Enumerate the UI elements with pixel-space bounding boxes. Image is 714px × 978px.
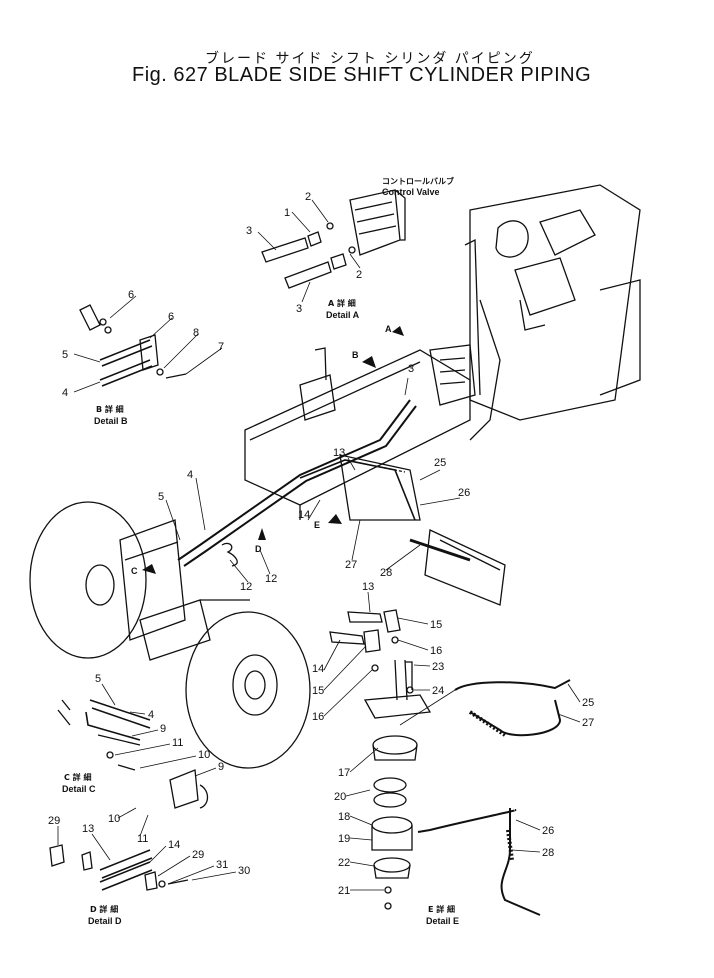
callout-28: 28 (542, 847, 554, 859)
callout-5: 5 (62, 349, 68, 361)
callout-4: 4 (148, 709, 154, 721)
detail-e-caption: Detail E (426, 916, 459, 926)
callout-20: 20 (334, 791, 346, 803)
detail-c-illustration (57, 699, 209, 809)
view-arrows (142, 326, 404, 574)
callout-25: 25 (434, 457, 446, 469)
callout-11: 11 (137, 833, 148, 845)
figure-title: Fig. 627 BLADE SIDE SHIFT CYLINDER PIPIN… (132, 64, 592, 86)
arrow-e-label: E (314, 520, 320, 530)
callout-17: 17 (338, 767, 350, 779)
callout-3: 3 (246, 225, 252, 237)
callout-11: 11 (172, 737, 183, 749)
arrow-b-label: B (352, 350, 359, 360)
callout-9: 9 (218, 761, 224, 773)
detail-b-illustration (79, 304, 187, 387)
callout-5: 5 (95, 673, 101, 685)
callout-16: 16 (430, 645, 442, 657)
callout-18: 18 (338, 811, 350, 823)
callout-27: 27 (582, 717, 594, 729)
callout-12: 12 (265, 573, 277, 585)
callout-29: 29 (192, 849, 204, 861)
callout-7: 7 (218, 341, 224, 353)
callout-13: 13 (82, 823, 94, 835)
callout-19: 19 (338, 833, 350, 845)
leader-lines (57, 199, 581, 891)
callout-14: 14 (168, 839, 180, 851)
callout-2: 2 (305, 191, 311, 203)
detail-e-caption-jp: E 詳 細 (428, 904, 455, 914)
callout-9: 9 (160, 723, 166, 735)
callout-5: 5 (158, 491, 164, 503)
callout-6: 6 (168, 311, 174, 323)
callout-27: 27 (345, 559, 357, 571)
callout-3: 3 (408, 363, 414, 375)
callout-15: 15 (430, 619, 442, 631)
callout-23: 23 (432, 661, 444, 673)
detail-c-caption-jp: C 詳 細 (64, 772, 91, 782)
callout-10: 10 (198, 749, 210, 761)
detail-d-caption-jp: D 詳 細 (90, 904, 118, 914)
detail-d-illustration (49, 844, 189, 891)
callout-3: 3 (296, 303, 302, 315)
callout-26: 26 (458, 487, 470, 499)
callout-14: 14 (312, 663, 324, 675)
callout-8: 8 (193, 327, 199, 339)
detail-a-caption: Detail A (326, 310, 360, 320)
detail-a-caption-jp: A 詳 細 (328, 298, 356, 308)
control-valve-label: Control Valve (382, 187, 440, 197)
control-valve-label-jp: コントロールバルブ (382, 176, 454, 186)
figure-title-japanese: ブレード サイド シフト シリンダ パイピング (205, 51, 535, 67)
callout-24: 24 (432, 685, 444, 697)
callout-13: 13 (362, 581, 374, 593)
callout-4: 4 (62, 387, 68, 399)
detail-e-illustration (329, 609, 571, 916)
callout-6: 6 (128, 289, 134, 301)
callout-14: 14 (298, 509, 310, 521)
callout-15: 15 (312, 685, 324, 697)
callout-31: 31 (216, 859, 228, 871)
callout-4: 4 (187, 469, 193, 481)
callout-1: 1 (284, 207, 290, 219)
arrow-d-label: D (255, 544, 262, 554)
detail-b-caption: Detail B (94, 416, 128, 426)
arrow-a-label: A (385, 324, 392, 334)
callout-30: 30 (238, 865, 250, 877)
callout-28: 28 (380, 567, 392, 579)
callout-16: 16 (312, 711, 324, 723)
detail-b-caption-jp: B 詳 細 (96, 404, 124, 414)
detail-c-caption: Detail C (62, 784, 96, 794)
callout-21: 21 (338, 885, 350, 897)
callout-2: 2 (356, 269, 362, 281)
callout-29: 29 (48, 815, 60, 827)
callout-22: 22 (338, 857, 350, 869)
arrow-c-label: C (131, 566, 138, 576)
callout-13: 13 (333, 447, 345, 459)
detail-d-caption: Detail D (88, 916, 122, 926)
callout-25: 25 (582, 697, 594, 709)
callout-26: 26 (542, 825, 554, 837)
callout-10: 10 (108, 813, 120, 825)
tractor-body-illustration (29, 184, 641, 769)
callout-12: 12 (240, 581, 252, 593)
detail-a-illustration (261, 189, 406, 289)
